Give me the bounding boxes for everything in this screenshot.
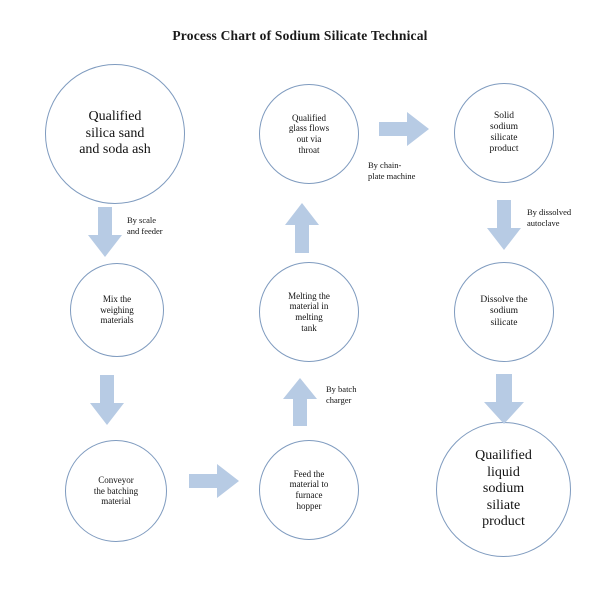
edge-label-by-batch-charger: By batch charger xyxy=(326,384,357,406)
arrow-dissolve-to-liquid-down-icon xyxy=(484,374,524,424)
edge-label-by-chain-plate-machine: By chain- plate machine xyxy=(368,160,416,182)
node-solid-sodium-silicate: Solid sodium silicate product xyxy=(454,83,554,183)
arrow-melting-to-glass-up-icon xyxy=(285,203,319,253)
node-conveyor-batching: Conveyor the batching material xyxy=(65,440,167,542)
edge-label-by-dissolved-autoclave: By dissolved autoclave xyxy=(527,207,572,229)
arrow-feed-to-melting-up-icon xyxy=(283,378,317,426)
node-label: Quailified liquid sodium siliate product xyxy=(475,448,532,530)
node-qualified-glass-flows: Qualified glass flows out via throat xyxy=(259,84,359,184)
node-label: Melting the material in melting tank xyxy=(288,290,330,333)
node-melting-material: Melting the material in melting tank xyxy=(259,262,359,362)
node-label: Conveyor the batching material xyxy=(93,475,139,507)
node-label: Solid sodium silicate product xyxy=(489,110,519,155)
node-feed-furnace-hopper: Feed the material to furnace hopper xyxy=(259,440,359,540)
arrow-mix-to-conveyor-down-icon xyxy=(90,375,124,425)
edge-label-by-scale-and-feeder: By scale and feeder xyxy=(127,215,163,237)
node-qualified-raw-materials: Qualified silica sand and soda ash xyxy=(45,64,185,204)
node-label: Qualified glass flows out via throat xyxy=(288,112,330,155)
node-label: Qualified silica sand and soda ash xyxy=(79,109,151,158)
node-dissolve-sodium-silicate: Dissolve the sodium silicate xyxy=(454,262,554,362)
node-mix-weighing-materials: Mix the weighing materials xyxy=(70,263,164,357)
arrow-conveyor-to-feed-right-icon xyxy=(189,464,239,498)
arrow-glass-to-solid-right-icon xyxy=(379,112,429,146)
node-label: Dissolve the sodium silicate xyxy=(480,295,528,328)
page-title: Process Chart of Sodium Silicate Technic… xyxy=(172,28,428,43)
arrow-raw-to-mix-down-icon xyxy=(88,207,122,257)
node-qualified-liquid-product: Quailified liquid sodium siliate product xyxy=(436,422,571,557)
node-label: Feed the material to furnace hopper xyxy=(289,468,329,511)
arrow-solid-to-dissolve-down-icon xyxy=(487,200,521,250)
node-label: Mix the weighing materials xyxy=(100,294,134,326)
